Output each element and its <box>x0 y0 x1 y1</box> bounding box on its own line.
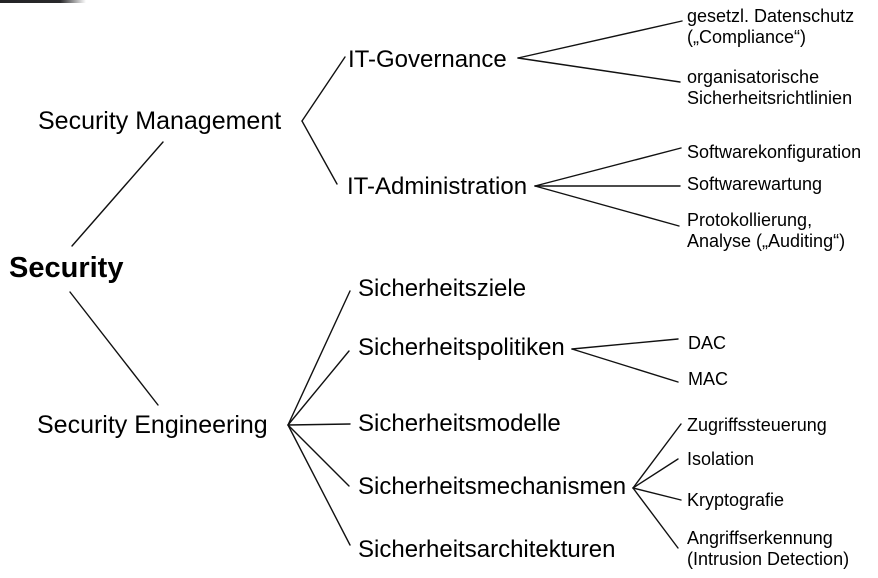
node-security-management: Security Management <box>38 107 282 135</box>
edge-mechanismen-angriffserkennung <box>632 487 679 549</box>
node-mac: MAC <box>688 369 728 389</box>
node-it-governance: IT-Governance <box>348 46 507 73</box>
node-sicherheitsziele: Sicherheitsziele <box>358 275 527 302</box>
node-dac: DAC <box>688 333 727 353</box>
node-angriffserkennung: Angriffserkennung (Intrusion Detection) <box>687 528 850 569</box>
node-softwarewartung: Softwarewartung <box>687 174 823 194</box>
node-protokollierung-analyse: Protokollierung, Analyse („Auditing“) <box>687 210 846 251</box>
node-it-administration: IT-Administration <box>347 173 528 200</box>
edge-management-administration <box>301 120 338 185</box>
edge-mechanismen-isolation <box>632 458 679 489</box>
edge-governance-richtlinien <box>517 57 681 83</box>
edge-root-engineering <box>69 291 159 406</box>
node-isolation: Isolation <box>687 449 755 469</box>
edge-management-governance <box>301 56 346 122</box>
node-sicherheitsmechanismen: Sicherheitsmechanismen <box>358 473 627 500</box>
edge-root-management <box>71 141 164 247</box>
edge-engineering-politiken <box>287 350 350 426</box>
node-sicherheitspolitiken: Sicherheitspolitiken <box>358 334 565 361</box>
edge-politiken-mac <box>571 348 679 383</box>
node-sicherheitsmodelle: Sicherheitsmodelle <box>358 410 561 437</box>
edge-politiken-dac <box>571 338 679 350</box>
node-softwarekonfiguration: Softwarekonfiguration <box>687 142 862 162</box>
top-left-artifact <box>0 0 86 3</box>
node-security-engineering: Security Engineering <box>37 411 268 439</box>
node-organisatorische-sicherheitsrichtlinien: organisatorische Sicherheitsrichtlinien <box>687 67 853 108</box>
edge-mechanismen-kryptografie <box>632 487 682 501</box>
edge-mechanismen-zugriffssteuerung <box>632 423 682 489</box>
edge-engineering-mechanismen <box>287 424 350 487</box>
node-security: Security <box>9 252 124 284</box>
edge-administration-softwarekonfiguration <box>534 147 682 187</box>
edge-engineering-ziele <box>287 290 351 426</box>
edge-engineering-modelle <box>287 423 351 426</box>
edge-administration-protokollierung <box>534 185 680 227</box>
node-sicherheitsarchitekturen: Sicherheitsarchitekturen <box>358 536 616 563</box>
node-kryptografie: Kryptografie <box>687 490 785 510</box>
node-zugriffssteuerung: Zugriffssteuerung <box>687 415 827 435</box>
node-gesetzl-datenschutz: gesetzl. Datenschutz („Compliance“) <box>687 6 855 47</box>
edge-governance-datenschutz <box>517 20 683 59</box>
edge-engineering-architekturen <box>287 424 351 546</box>
